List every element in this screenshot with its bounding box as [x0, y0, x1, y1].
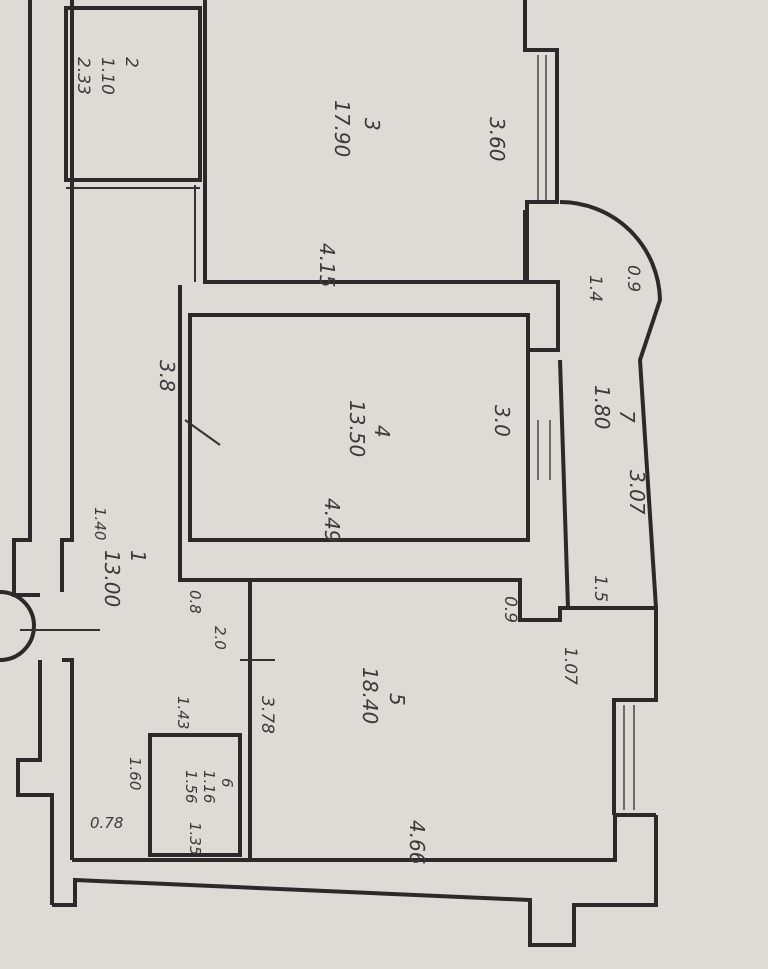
inner-bottom-wall [72, 813, 656, 862]
room-4-number: 4 [370, 425, 394, 438]
room-3-side: 3.60 [485, 117, 509, 162]
room-6-number: 6 [218, 778, 236, 788]
room-5-wall [248, 578, 520, 860]
outer-wall-top-right [523, 0, 560, 352]
room-3-area: 17.90 [330, 100, 354, 157]
room-3-bottom: 4.15 [315, 243, 339, 288]
room-1-width: 1.40 [91, 507, 109, 540]
room-6-top: 1.43 [174, 696, 192, 729]
room-1-passage-b: 2.0 [211, 626, 229, 650]
room-1-area: 13.00 [100, 550, 124, 607]
room-1-corner: 0.78 [90, 814, 123, 832]
room-2-wall [64, 6, 202, 182]
room-4-area: 13.50 [345, 400, 369, 457]
room-4-door [184, 419, 221, 446]
room-5-top: 0.9 [500, 596, 520, 623]
room-6-width: 1.16 [200, 770, 218, 803]
entrance-door [0, 590, 36, 662]
room-7-arc-a: 0.9 [623, 265, 643, 292]
outer-wall-left-inner [60, 0, 74, 860]
room-1-passage-a: 0.8 [186, 590, 204, 614]
room-5-area: 18.40 [358, 667, 382, 724]
room-6-wall [148, 733, 242, 857]
room-1-left-bottom: 1.60 [126, 757, 144, 790]
room-5-number: 5 [385, 693, 409, 706]
room-5-right: 1.07 [560, 647, 580, 685]
room-7-bottom: 1.5 [590, 575, 610, 602]
room-2-width: 1.10 [97, 57, 117, 95]
room-7-width: 1.80 [590, 385, 614, 430]
room-4-bottom: 4.49 [320, 498, 344, 543]
room-3-wall [203, 0, 527, 284]
room-7-side: 3.07 [625, 470, 649, 515]
room-4-right: 3.0 [490, 405, 514, 437]
room-7-number: 7 [615, 410, 639, 423]
room-1-number: 1 [126, 550, 150, 563]
room-2-area: 2.33 [73, 57, 93, 95]
room-7-wall [558, 200, 663, 609]
room-5-left: 3.78 [257, 696, 277, 734]
room-2-number: 2 [121, 57, 141, 68]
outer-wall-left [12, 0, 54, 905]
room-5-bottom: 4.66 [405, 820, 429, 865]
room-3-number: 3 [360, 118, 384, 131]
room-6-bottom: 1.35 [186, 822, 204, 855]
room-7-arc-b: 1.4 [585, 275, 605, 302]
room-4-left: 3.8 [155, 360, 179, 392]
room-6-area: 1.56 [182, 770, 200, 803]
outer-wall-bottom [52, 815, 658, 947]
room-4-wall [188, 313, 530, 542]
